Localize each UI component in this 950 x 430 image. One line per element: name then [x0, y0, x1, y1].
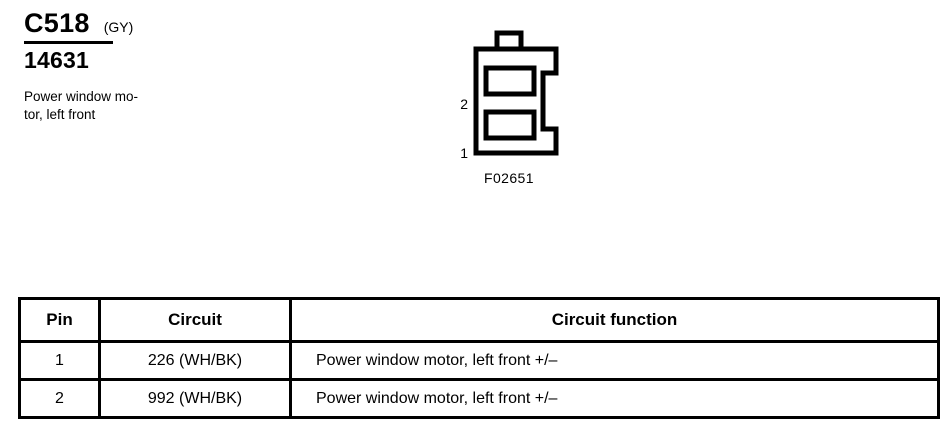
connector-cavity-2 [483, 65, 537, 97]
connector-description-line-1: Power window mo- [24, 89, 139, 104]
connector-pin-label-2: 2 [460, 96, 468, 112]
cell-circuit: 226 (WH/BK) [98, 340, 292, 381]
column-header-circuit: Circuit [98, 297, 292, 343]
cell-circuit: 992 (WH/BK) [98, 378, 292, 419]
pin-table: Pin Circuit Circuit function 1 226 (WH/B… [18, 297, 940, 419]
connector-part-number: 14631 [24, 47, 89, 73]
pin-table-container: Pin Circuit Circuit function 1 226 (WH/B… [18, 297, 940, 419]
connector-diagram: 2 1 F02651 [440, 22, 590, 197]
cell-circuit-function: Power window motor, left front +/– [289, 340, 940, 381]
connector-figure-code: F02651 [484, 170, 534, 186]
table-row: 1 226 (WH/BK) Power window motor, left f… [18, 340, 940, 381]
connector-header-block: C518 (GY) 14631 Power window mo- tor, le… [24, 8, 284, 124]
column-header-pin: Pin [18, 297, 101, 343]
connector-description: Power window mo- tor, left front [24, 88, 199, 124]
connector-cavity-1 [483, 109, 537, 141]
cell-pin: 1 [18, 340, 101, 381]
cell-pin: 2 [18, 378, 101, 419]
connector-description-line-2: tor, left front [24, 107, 96, 122]
connector-id-row: C518 (GY) [24, 8, 284, 38]
column-header-circuit-function: Circuit function [289, 297, 940, 343]
connector-id-underline [24, 41, 113, 44]
cell-circuit-function: Power window motor, left front +/– [289, 378, 940, 419]
connector-id: C518 [24, 8, 90, 38]
table-row: 2 992 (WH/BK) Power window motor, left f… [18, 378, 940, 419]
connector-pin-label-1: 1 [460, 145, 468, 161]
connector-color-code: (GY) [103, 19, 134, 35]
table-header-row: Pin Circuit Circuit function [18, 297, 940, 343]
connector-body-svg [473, 30, 559, 156]
